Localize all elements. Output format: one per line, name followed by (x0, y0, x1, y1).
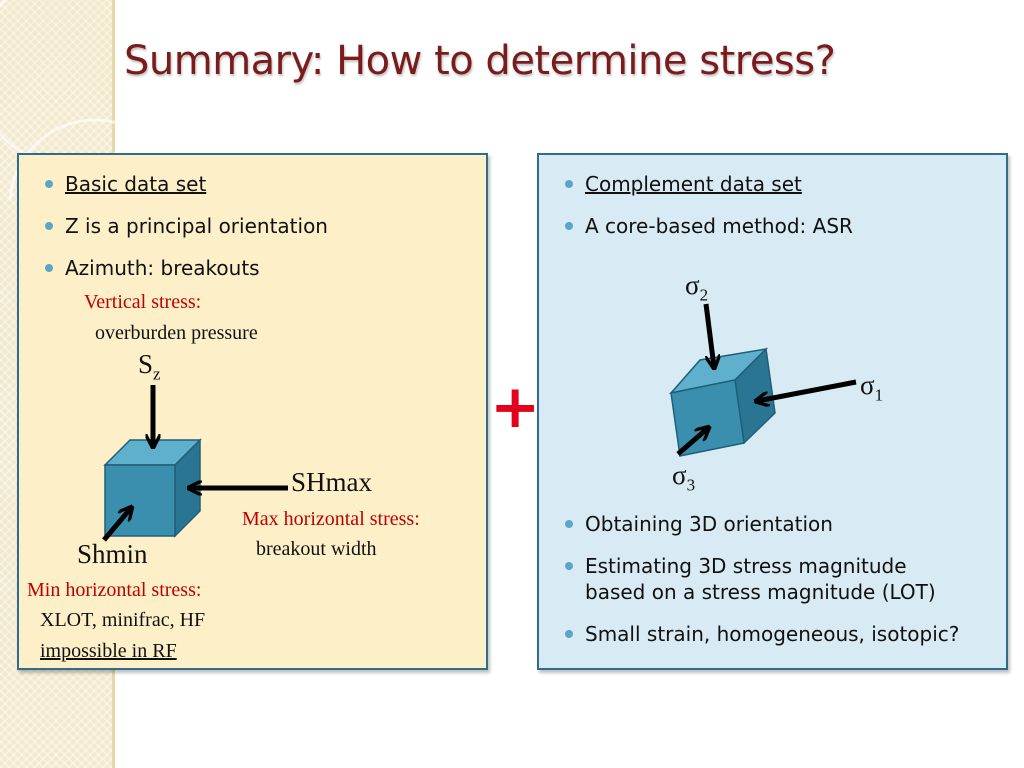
basic-data-bullets: Basic data set Z is a principal orientat… (31, 171, 328, 297)
bullet-basic-data-set: Basic data set (31, 171, 328, 197)
min-horizontal-stress-note: impossible in RF (40, 640, 177, 662)
min-horizontal-stress-method: XLOT, minifrac, HF (40, 609, 206, 631)
bullet-small-strain-question: Small strain, homogeneous, isotopic? (551, 621, 959, 647)
bullet-3d-magnitude: Estimating 3D stress magnitude (551, 553, 959, 579)
bullet-dot (565, 222, 573, 230)
shmin-label: Shmin (77, 539, 148, 569)
bullet-dot (45, 180, 53, 188)
bullet-dot (45, 222, 53, 230)
sigma3-arrow (676, 428, 708, 456)
bullet-azimuth-breakouts: Azimuth: breakouts (31, 255, 328, 281)
left-stress-cube (103, 438, 202, 538)
sigma2-label: σ2 (685, 270, 709, 305)
sigma1-label: σ1 (860, 370, 884, 405)
shmin-arrow (102, 508, 131, 542)
vertical-stress-method: overburden pressure (95, 322, 258, 344)
shmax-label: SHmax (291, 467, 372, 497)
bullet-core-based-method: A core-based method: ASR (551, 213, 853, 239)
sigma3-label: σ3 (672, 460, 696, 495)
bullet-z-principal: Z is a principal orientation (31, 213, 328, 239)
sz-label: Sz (138, 349, 161, 384)
sigma2-arrow (703, 303, 714, 367)
max-horizontal-stress-method: breakout width (256, 538, 377, 560)
bullet-dot (565, 180, 573, 188)
vertical-stress-label: Vertical stress: (84, 291, 202, 313)
bullet-dot (565, 630, 573, 638)
max-horizontal-stress-label: Max horizontal stress: (242, 508, 420, 530)
bullet-3d-orientation: Obtaining 3D orientation (551, 511, 959, 537)
sigma1-arrow (757, 379, 857, 401)
bullet-complement-data-set: Complement data set (551, 171, 853, 197)
bullet-dot (565, 562, 573, 570)
plus-sign: + (490, 372, 541, 442)
page-title: Summary: How to determine stress? (124, 38, 836, 84)
min-horizontal-stress-label: Min horizontal stress: (27, 579, 202, 601)
complement-data-bullets-bottom: Obtaining 3D orientation Estimating 3D s… (551, 511, 959, 663)
bullet-dot (565, 520, 573, 528)
complement-data-bullets-top: Complement data set A core-based method:… (551, 171, 853, 255)
basic-data-panel: Basic data set Z is a principal orientat… (17, 153, 488, 670)
bullet-dot (45, 264, 53, 272)
bullet-3d-magnitude-continuation: based on a stress magnitude (LOT) (585, 580, 936, 604)
